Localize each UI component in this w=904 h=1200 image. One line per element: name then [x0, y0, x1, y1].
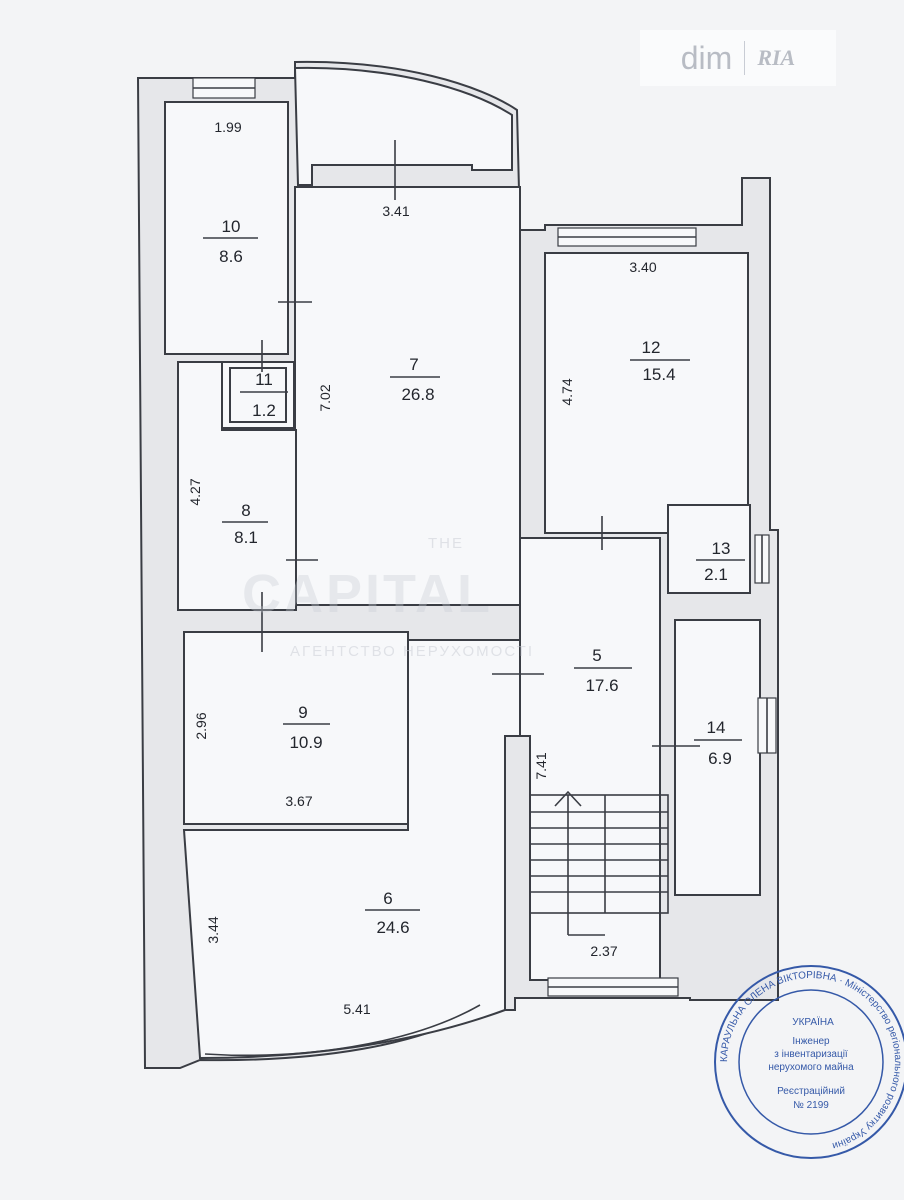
room-12-number: 12 [642, 338, 661, 357]
seal-line-4: нерухомого майна [768, 1062, 854, 1073]
dim-r9-bottom: 3.67 [285, 793, 312, 809]
room-7-area: 26.8 [401, 385, 434, 404]
door-marks [261, 140, 700, 747]
room-11-area: 1.2 [252, 401, 276, 420]
room-6 [182, 639, 521, 1060]
windows [192, 77, 777, 1057]
room-14-area: 6.9 [708, 749, 732, 768]
room-labels: 10 8.6 11 1.2 7 26.8 12 15.4 8 8.1 13 2.… [203, 217, 745, 937]
room-10-number: 10 [222, 217, 241, 236]
dim-r7-side: 7.02 [317, 384, 333, 411]
dim-r7-top: 3.41 [382, 203, 409, 219]
seal-line-1: УКРАЇНА [792, 1016, 834, 1028]
room-7-number: 7 [409, 355, 418, 374]
room-9-number: 9 [298, 703, 307, 722]
room-8-number: 8 [241, 501, 250, 520]
seal-line-6: № 2199 [793, 1100, 829, 1111]
dim-r12-top: 3.40 [629, 259, 656, 275]
dim-ria-logo: dim RIA [640, 30, 836, 86]
balcony [293, 66, 513, 186]
seal-ring-text: КАРАУЛЬНА ОЛЕНА ВІКТОРІВНА · Міністерств… [719, 970, 903, 1151]
room-11-number: 11 [255, 370, 273, 389]
logo-dim-text: dim [680, 39, 733, 76]
registration-seal: КАРАУЛЬНА ОЛЕНА ВІКТОРІВНА · Міністерств… [714, 965, 904, 1159]
room-7 [294, 186, 521, 606]
room-6-number: 6 [383, 889, 392, 908]
room-12-area: 15.4 [642, 365, 675, 384]
staircase [529, 790, 669, 936]
room-5-area: 17.6 [585, 676, 618, 695]
room-5-number: 5 [592, 646, 601, 665]
room-6-area: 24.6 [376, 918, 409, 937]
room-10 [164, 101, 289, 355]
room-13-area: 2.1 [704, 565, 728, 584]
room-14-number: 14 [707, 718, 726, 737]
watermark-big: CAPITAL [242, 564, 493, 624]
room-10-area: 8.6 [219, 247, 243, 266]
room-13 [667, 504, 751, 594]
room-8 [177, 361, 297, 611]
dim-r6-side: 3.44 [205, 916, 221, 943]
dim-r5-side: 7.41 [533, 752, 549, 779]
agency-watermark: THE CAPITAL АГЕНТСТВО НЕРУХОМОСТІ [242, 535, 534, 660]
seal-line-5: Реєстраційний [777, 1086, 845, 1097]
dim-r10-top: 1.99 [214, 119, 241, 135]
dim-r9-side: 2.96 [193, 712, 209, 739]
dimension-labels: 1.99 3.41 3.40 7.02 4.74 4.27 2.96 3.67 … [187, 119, 657, 1017]
seal-line-3: з інвентаризації [774, 1049, 848, 1060]
room-11-inner [229, 367, 287, 423]
watermark-sub: АГЕНТСТВО НЕРУХОМОСТІ [290, 643, 534, 660]
dim-r12-side: 4.74 [559, 378, 575, 405]
dim-stair-bottom: 2.37 [590, 943, 617, 959]
room-13-number: 13 [712, 539, 731, 558]
logo-ria-text: RIA [757, 45, 796, 70]
room-12 [544, 252, 749, 534]
room-8-area: 8.1 [234, 528, 258, 547]
room-9-area: 10.9 [289, 733, 322, 752]
room-14 [674, 619, 761, 896]
dim-r8-side: 4.27 [187, 478, 203, 505]
watermark-small: THE [428, 535, 464, 552]
dim-r6-bottom: 5.41 [343, 1001, 370, 1017]
seal-line-2: Інженер [792, 1036, 830, 1047]
logo-divider [744, 41, 746, 75]
